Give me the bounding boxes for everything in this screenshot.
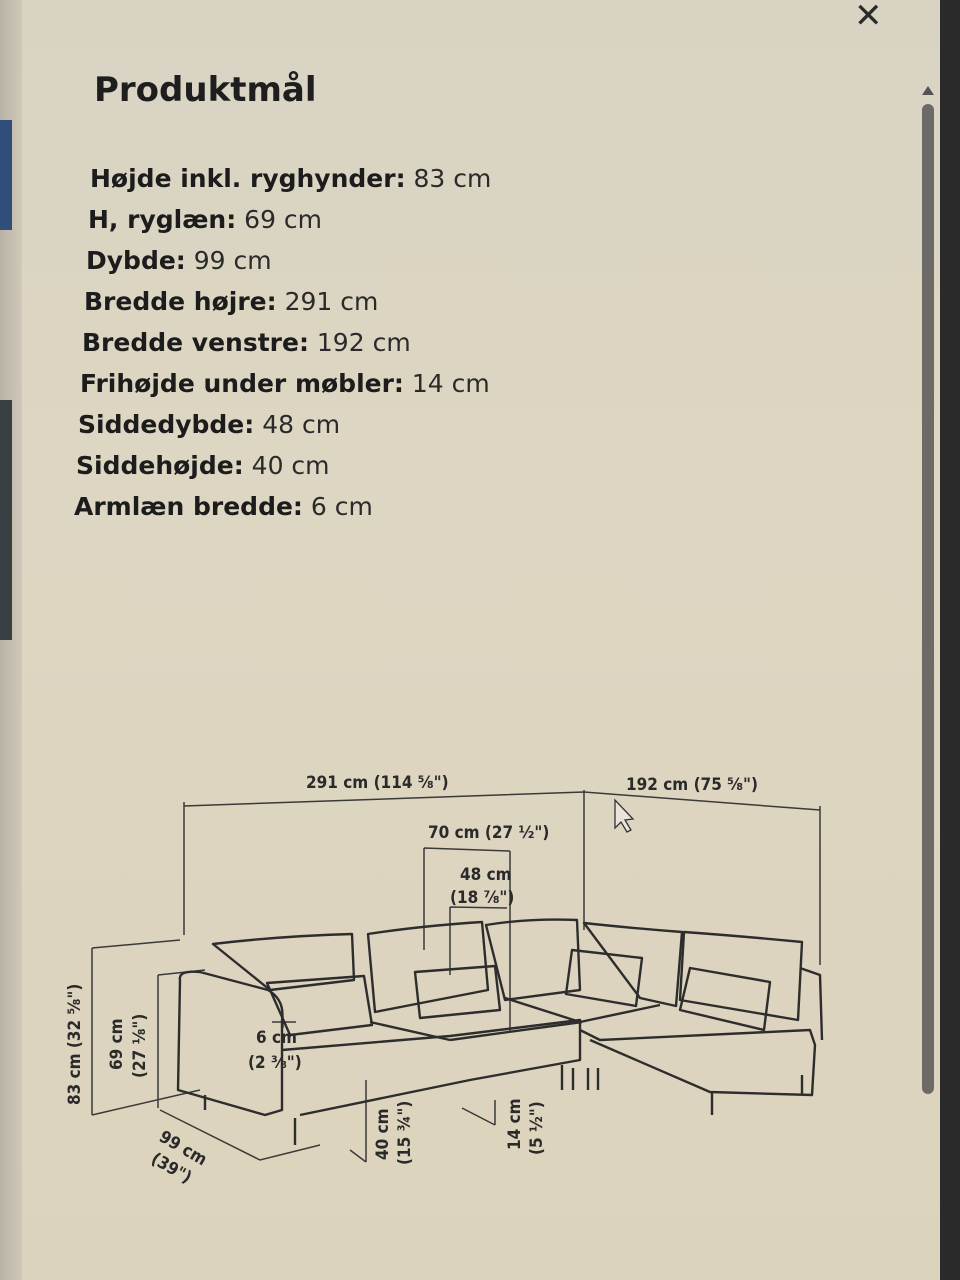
dim-clearance-cm: 14 cm	[505, 1098, 525, 1150]
dim-seat-height-in: (15 ¾")	[395, 1101, 415, 1165]
dim-width-right: 291 cm (114 ⅝")	[306, 773, 449, 793]
product-dimensions-modal: ✕ Produktmål Højde inkl. ryghynder: 83 c…	[22, 0, 940, 1280]
mouse-cursor-icon	[614, 798, 635, 833]
spec-item: Frihøjde under møbler: 14 cm	[80, 369, 490, 398]
dim-height-back-cm: 69 cm	[107, 1018, 127, 1070]
dim-height-total: 83 cm (32 ⅝")	[65, 984, 85, 1105]
dim-clearance-in: (5 ½")	[527, 1101, 547, 1155]
dim-seat-width: 70 cm (27 ½")	[428, 823, 549, 843]
spec-item: Dybde: 99 cm	[86, 246, 272, 275]
spec-item: Bredde højre: 291 cm	[84, 287, 379, 316]
spec-item: Siddehøjde: 40 cm	[76, 451, 330, 480]
spec-item: Højde inkl. ryghynder: 83 cm	[90, 164, 492, 193]
background-window-edge	[0, 0, 22, 1280]
modal-title: Produktmål	[94, 70, 317, 110]
dim-arm-cm: 6 cm	[256, 1028, 297, 1048]
spec-item: Bredde venstre: 192 cm	[82, 328, 411, 357]
sofa-illustration	[176, 918, 824, 1145]
dim-seat-depth-in: (18 ⅞")	[450, 888, 514, 908]
dim-width-left: 192 cm (75 ⅝")	[626, 775, 758, 795]
dim-seat-height-cm: 40 cm	[373, 1108, 393, 1160]
spec-item: Armlæn bredde: 6 cm	[74, 492, 373, 521]
close-icon[interactable]: ✕	[854, 0, 883, 36]
dim-height-back-in: (27 ⅛")	[130, 1014, 150, 1078]
spec-item: Siddedybde: 48 cm	[78, 410, 341, 439]
scroll-up-arrow-icon[interactable]	[922, 86, 934, 95]
dim-arm-in: (2 ⅜")	[248, 1053, 302, 1073]
dimension-lines	[91, 790, 821, 1163]
scrollbar[interactable]	[920, 80, 936, 1100]
spec-item: H, ryglæn: 69 cm	[88, 205, 323, 234]
dim-seat-depth-cm: 48 cm	[460, 865, 512, 885]
scrollbar-thumb[interactable]	[922, 104, 934, 1094]
spec-list: Højde inkl. ryghynder: 83 cm H, ryglæn: …	[74, 158, 491, 527]
